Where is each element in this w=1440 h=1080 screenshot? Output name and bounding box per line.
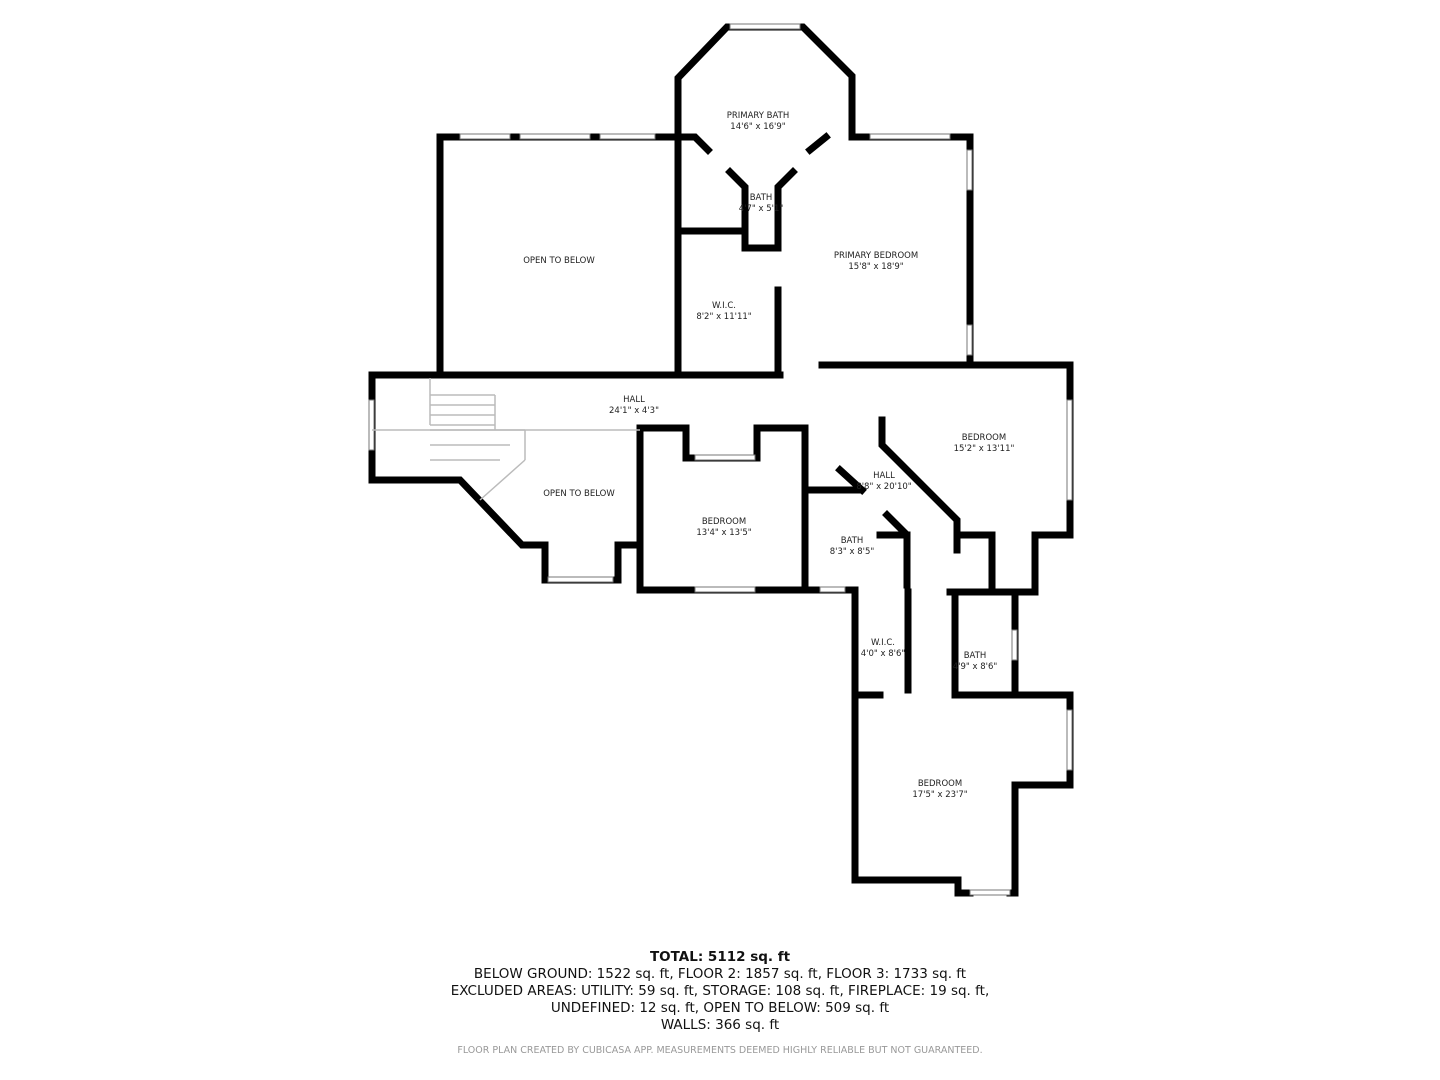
room-dims: 13'4" x 13'5" — [696, 528, 752, 538]
room-dims: 17'5" x 23'7" — [912, 790, 968, 800]
room-name: BEDROOM — [701, 517, 747, 527]
room-dims: 8'2" x 11'11" — [696, 312, 752, 322]
room-name: BATH — [749, 193, 773, 203]
floor-areas: BELOW GROUND: 1522 sq. ft, FLOOR 2: 1857… — [473, 966, 967, 982]
room-dims: 4'9" x 8'6" — [952, 662, 998, 672]
room-name: PRIMARY BATH — [726, 111, 790, 121]
walls — [368, 23, 1074, 897]
room-dims: 15'2" x 13'11" — [953, 444, 1015, 454]
room-name: BEDROOM — [917, 779, 963, 789]
total-area: TOTAL: 5112 sq. ft — [649, 949, 791, 965]
room-name: OPEN TO BELOW — [543, 489, 615, 499]
room-open-to-below-upper: OPEN TO BELOW — [523, 256, 595, 267]
room-dims: 4'7" x 5'1" — [738, 204, 784, 214]
room-name: BEDROOM — [961, 433, 1007, 443]
floor-plan — [368, 23, 1074, 897]
room-name: OPEN TO BELOW — [523, 256, 595, 266]
excluded-areas: EXCLUDED AREAS: UTILITY: 59 sq. ft, STOR… — [450, 983, 990, 999]
room-name: W.I.C. — [712, 301, 736, 311]
disclaimer-footer: FLOOR PLAN CREATED BY CUBICASA APP. MEAS… — [457, 1045, 983, 1056]
room-name: W.I.C. — [871, 638, 895, 648]
room-dims: 24'1" x 4'3" — [609, 406, 659, 416]
room-name: PRIMARY BEDROOM — [833, 251, 919, 261]
area-summary: TOTAL: 5112 sq. ft BELOW GROUND: 1522 sq… — [0, 949, 1440, 1034]
room-dims: 4'0" x 8'6" — [860, 649, 906, 659]
room-dims: 8'3" x 8'5" — [829, 547, 875, 557]
room-open-to-below-lower: OPEN TO BELOW — [543, 489, 615, 500]
room-wic-primary: W.I.C.8'2" x 11'11" — [696, 301, 751, 323]
room-name: HALL — [623, 395, 645, 405]
room-dims: 8'8" x 20'10" — [856, 482, 912, 492]
room-dims: 14'6" x 16'9" — [730, 122, 786, 132]
room-name: BATH — [840, 536, 864, 546]
windows — [368, 23, 1073, 896]
room-dims: 15'8" x 18'9" — [848, 262, 904, 272]
room-wic-lower: W.I.C.4'0" x 8'6" — [861, 638, 906, 660]
stairs — [372, 378, 640, 501]
room-name: BATH — [963, 651, 987, 661]
excluded-areas-cont: UNDEFINED: 12 sq. ft, OPEN TO BELOW: 509… — [550, 1000, 890, 1016]
walls-area: WALLS: 366 sq. ft — [660, 1017, 780, 1033]
room-name: HALL — [873, 471, 895, 481]
